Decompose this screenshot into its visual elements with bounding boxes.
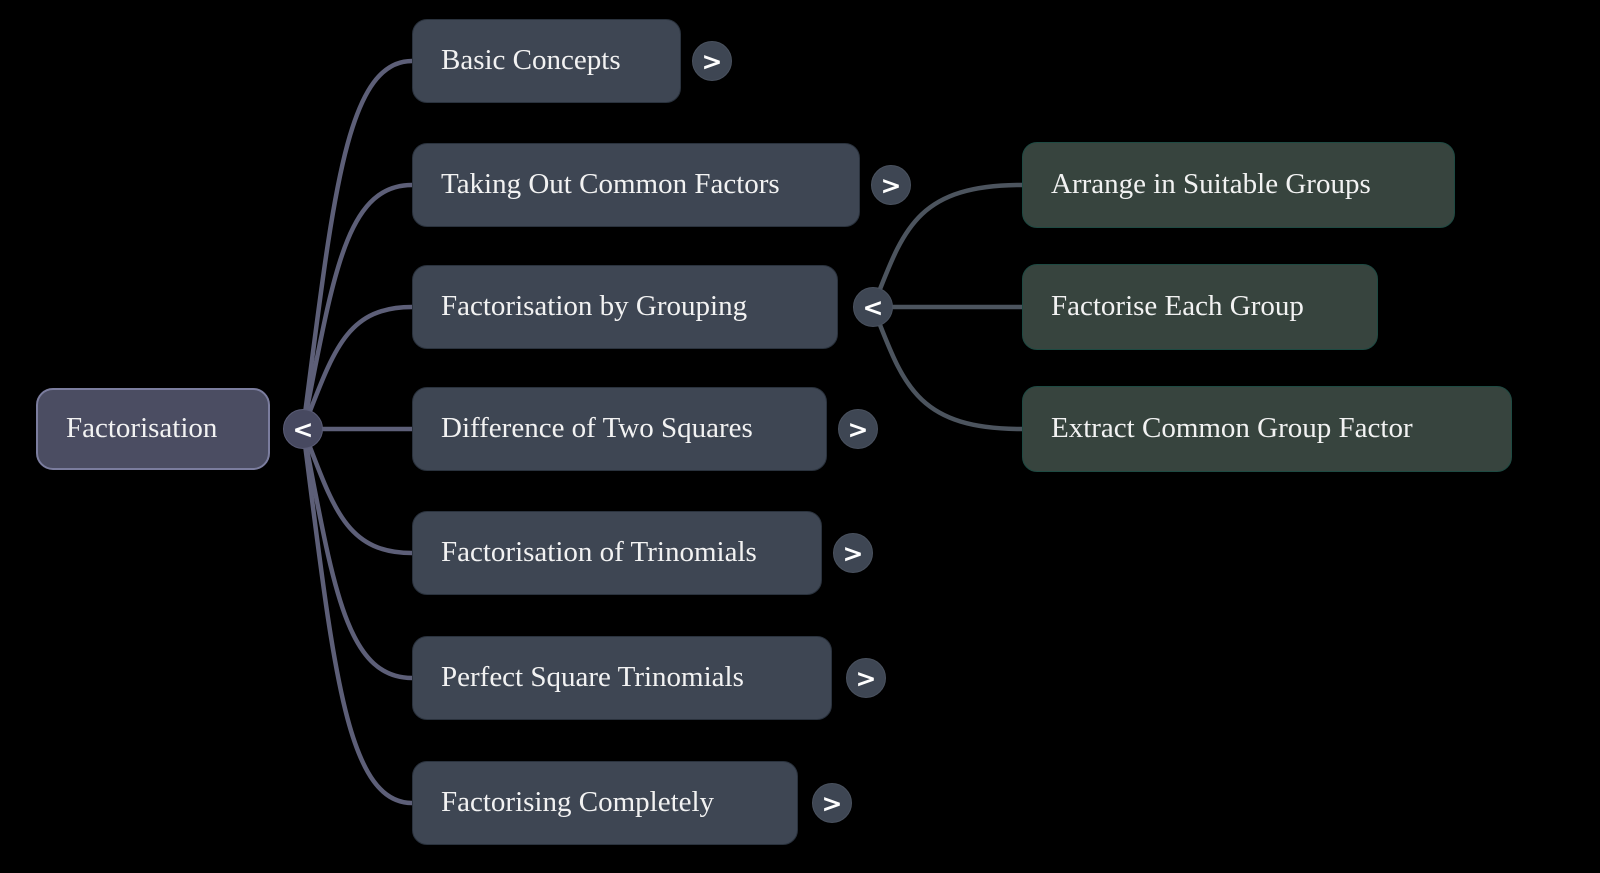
expand-button-difference-of-two-squares[interactable]: >: [838, 409, 878, 449]
node-label: Factorisation: [66, 412, 218, 445]
node-label: Factorisation of Trinomials: [441, 536, 757, 569]
edge-root-basic-concepts: [300, 58, 415, 432]
node-label: Basic Concepts: [441, 44, 621, 77]
node-taking-out-common-factors[interactable]: Taking Out Common Factors: [412, 143, 860, 227]
node-arrange-in-suitable-groups[interactable]: Arrange in Suitable Groups: [1022, 142, 1455, 228]
node-label: Factorise Each Group: [1051, 290, 1304, 323]
node-label: Taking Out Common Factors: [441, 168, 780, 201]
edge-root-taking-out: [300, 182, 415, 432]
node-difference-of-two-squares[interactable]: Difference of Two Squares: [412, 387, 827, 471]
node-factorisation[interactable]: Factorisation: [36, 388, 270, 470]
node-label: Extract Common Group Factor: [1051, 412, 1413, 445]
edge-grouping-arrange: [870, 182, 1025, 310]
edge-root-grouping: [300, 304, 415, 432]
node-perfect-square-trinomials[interactable]: Perfect Square Trinomials: [412, 636, 832, 720]
node-factorise-each-group[interactable]: Factorise Each Group: [1022, 264, 1378, 350]
node-factorisation-by-grouping[interactable]: Factorisation by Grouping: [412, 265, 838, 349]
node-label: Perfect Square Trinomials: [441, 661, 744, 694]
edge-root-perfect-square: [300, 426, 415, 681]
edge-root-trinomials: [300, 426, 415, 556]
node-label: Factorising Completely: [441, 786, 715, 819]
node-label: Factorisation by Grouping: [441, 290, 748, 323]
edge-grouping-extract: [870, 304, 1025, 432]
node-basic-concepts[interactable]: Basic Concepts: [412, 19, 681, 103]
node-label: Arrange in Suitable Groups: [1051, 168, 1371, 201]
collapse-button-factorisation-by-grouping[interactable]: <: [853, 287, 893, 327]
expand-button-perfect-square-trinomials[interactable]: >: [846, 658, 886, 698]
expand-button-basic-concepts[interactable]: >: [692, 41, 732, 81]
expand-button-factorising-completely[interactable]: >: [812, 783, 852, 823]
collapse-button-factorisation[interactable]: <: [283, 409, 323, 449]
node-label: Difference of Two Squares: [441, 412, 753, 445]
expand-button-factorisation-of-trinomials[interactable]: >: [833, 533, 873, 573]
node-factorisation-of-trinomials[interactable]: Factorisation of Trinomials: [412, 511, 822, 595]
node-extract-common-group-factor[interactable]: Extract Common Group Factor: [1022, 386, 1512, 472]
edge-root-completely: [300, 426, 415, 806]
node-factorising-completely[interactable]: Factorising Completely: [412, 761, 798, 845]
expand-button-taking-out-common-factors[interactable]: >: [871, 165, 911, 205]
